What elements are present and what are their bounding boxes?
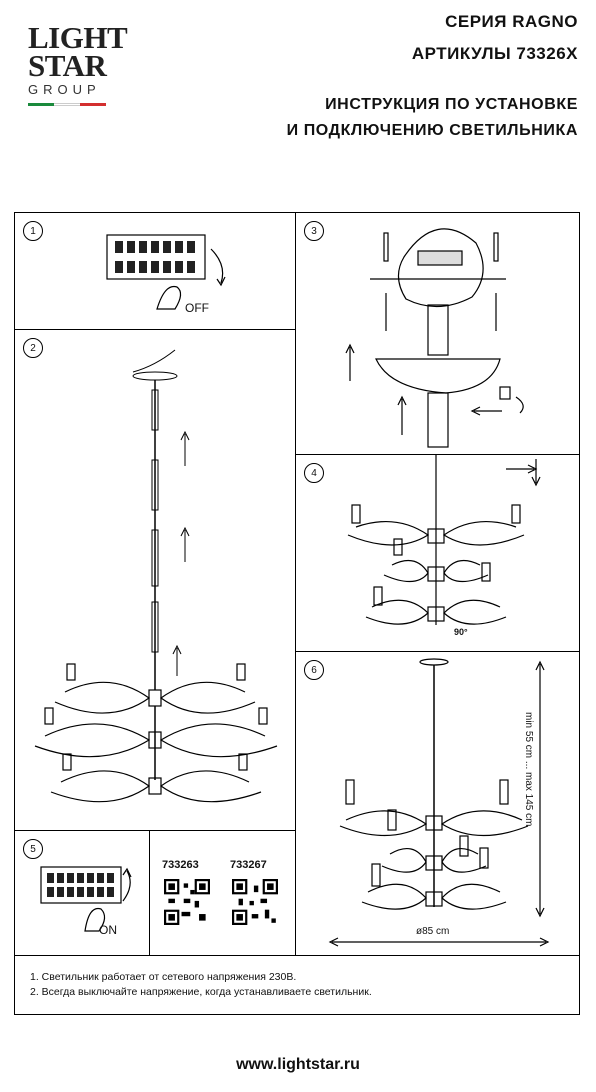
on-label: ON <box>99 923 117 937</box>
website-link[interactable]: www.lightstar.ru <box>236 1056 360 1073</box>
flag-white <box>54 103 80 106</box>
logo-line-2: STAR <box>28 48 107 83</box>
step-number-1: 1 <box>23 221 43 241</box>
off-label: OFF <box>185 301 209 315</box>
diameter-label: ø85 cm <box>416 926 450 937</box>
breaker-off-illustration <box>106 234 226 310</box>
height-dimension-label: min 55 cm ... max 145 cm <box>523 712 534 827</box>
instruction-title-line-2: И ПОДКЛЮЧЕНИЮ СВЕТИЛЬНИКА <box>286 122 578 139</box>
panel-step-5: 5 ON <box>14 830 150 956</box>
instruction-title-line-1: ИНСТРУКЦИЯ ПО УСТАНОВКЕ <box>325 96 578 113</box>
logo-line-1: LIGHT <box>28 20 128 55</box>
panel-step-6: 6 min 55 cm ... max 145 cm ø85 cm <box>295 651 580 956</box>
bulb-install-illustration <box>347 455 541 625</box>
italian-flag-strip <box>28 103 106 106</box>
notes: 1. Светильник работает от сетевого напря… <box>30 970 372 1000</box>
panel-qr-codes: 733263 733267 <box>149 830 296 956</box>
panel-step-2: 2 <box>14 329 296 831</box>
flag-red <box>80 103 106 106</box>
flag-green <box>28 103 54 106</box>
logo-line-3: GROUP <box>28 82 101 97</box>
rotation-angle-label: 90° <box>454 627 468 637</box>
note-1: 1. Светильник работает от сетевого напря… <box>30 971 297 983</box>
ceiling-mount-illustration <box>345 228 524 448</box>
qr-code-label-1: 733263 <box>162 859 199 871</box>
notes-box <box>14 955 580 1015</box>
chandelier-assembly-illustration <box>34 349 278 803</box>
step-number-3: 3 <box>304 221 324 241</box>
step-number-4: 4 <box>304 463 324 483</box>
step-number-2: 2 <box>23 338 43 358</box>
qr-code-label-2: 733267 <box>230 859 267 871</box>
qr-code-2-icon[interactable] <box>232 879 278 925</box>
breaker-on-illustration <box>40 866 132 932</box>
brand-logo: LIGHT STAR GROUP <box>28 20 128 106</box>
step-number-5: 5 <box>23 839 43 859</box>
step-number-6: 6 <box>304 660 324 680</box>
panel-step-3: 3 <box>295 212 580 455</box>
panel-step-4: 4 90° <box>295 454 580 652</box>
series-title: СЕРИЯ RAGNO <box>445 12 578 31</box>
qr-code-1-icon[interactable] <box>164 879 210 925</box>
chandelier-dimensions-illustration <box>328 658 550 947</box>
panel-step-1: 1 OFF <box>14 212 296 330</box>
articles-title: АРТИКУЛЫ 73326X <box>411 44 578 63</box>
note-2: 2. Всегда выключайте напряжение, когда у… <box>30 986 372 998</box>
